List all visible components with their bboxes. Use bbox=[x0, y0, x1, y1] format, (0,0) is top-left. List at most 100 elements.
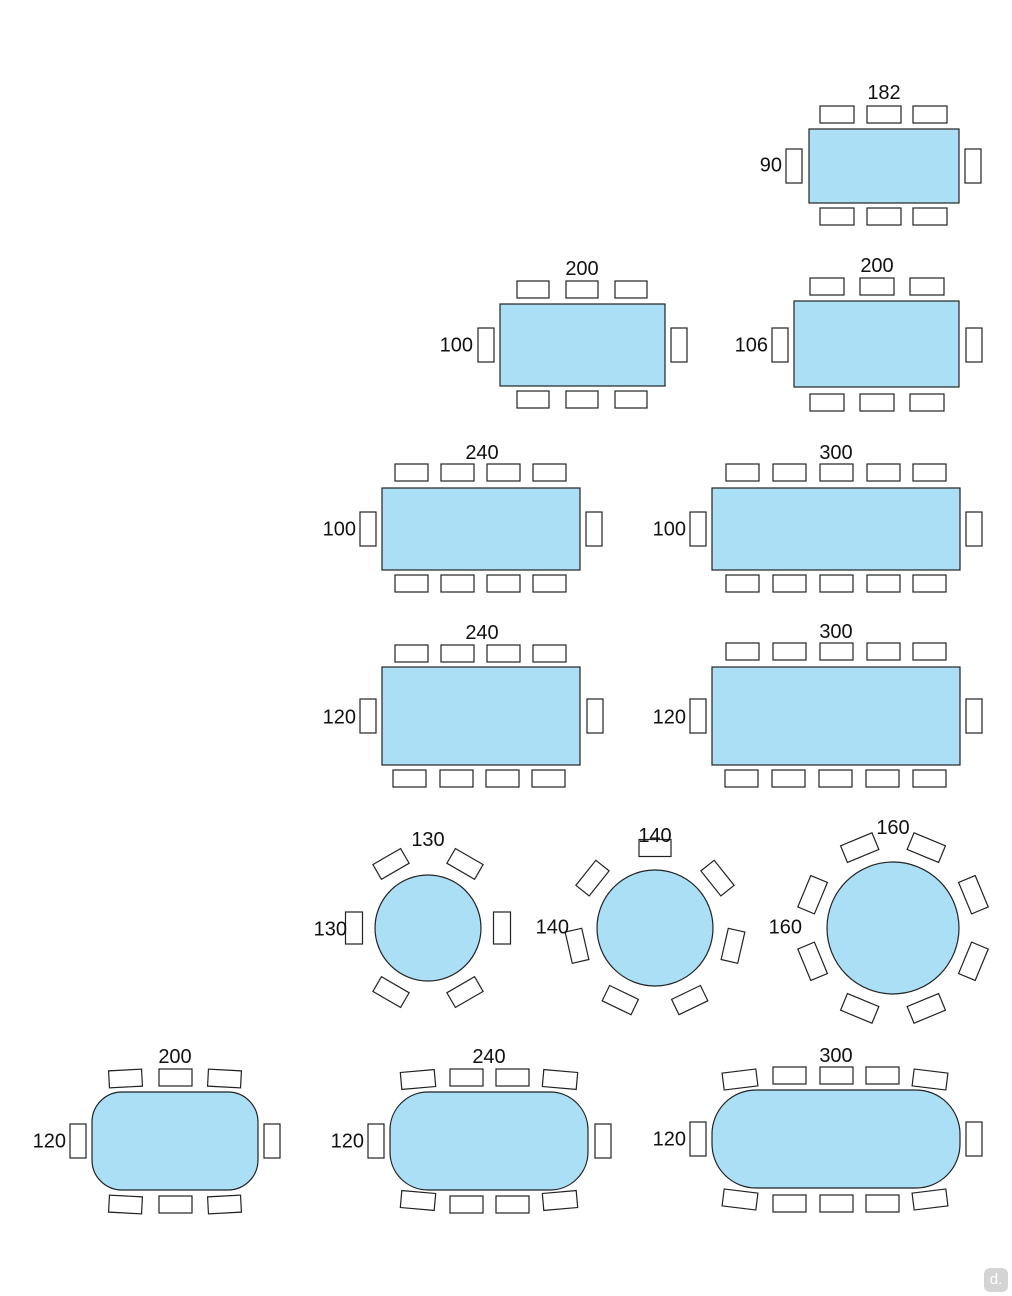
end-chair bbox=[367, 1123, 385, 1159]
chair bbox=[725, 574, 760, 593]
chair bbox=[912, 642, 947, 661]
chair bbox=[911, 1068, 949, 1091]
chair bbox=[564, 927, 590, 965]
chair bbox=[492, 911, 512, 945]
table-9: 140 140 bbox=[536, 825, 746, 1016]
chair bbox=[912, 463, 947, 482]
depth-label: 120 bbox=[323, 706, 356, 728]
chair bbox=[866, 463, 901, 482]
chair bbox=[909, 277, 945, 296]
width-label: 140 bbox=[638, 825, 671, 847]
chair bbox=[486, 644, 521, 663]
chair bbox=[721, 1068, 759, 1091]
chair bbox=[206, 1194, 243, 1215]
chair bbox=[392, 769, 427, 788]
chair bbox=[906, 831, 947, 864]
chair bbox=[394, 644, 429, 663]
chair bbox=[725, 463, 760, 482]
chair bbox=[772, 463, 807, 482]
width-label: 182 bbox=[867, 82, 900, 104]
depth-label: 160 bbox=[769, 916, 802, 938]
chair bbox=[541, 1068, 579, 1091]
rect-table-top bbox=[499, 303, 666, 387]
brand-logo-icon: d. bbox=[984, 1268, 1008, 1292]
chair bbox=[485, 769, 520, 788]
chair bbox=[206, 1068, 243, 1089]
chair bbox=[495, 1068, 530, 1087]
width-label: 200 bbox=[860, 255, 893, 277]
chair bbox=[819, 105, 855, 124]
chair bbox=[565, 390, 599, 409]
chair bbox=[532, 574, 567, 593]
rect-table-top bbox=[793, 300, 960, 388]
end-chair bbox=[359, 698, 377, 734]
chair bbox=[809, 277, 845, 296]
end-chair bbox=[670, 327, 688, 363]
chair bbox=[771, 769, 806, 788]
round-table-top bbox=[374, 874, 482, 982]
chair bbox=[541, 1189, 579, 1212]
chair bbox=[399, 1068, 437, 1091]
chair bbox=[394, 463, 429, 482]
depth-label: 120 bbox=[33, 1130, 66, 1152]
chair bbox=[486, 574, 521, 593]
chair bbox=[614, 280, 648, 299]
chair bbox=[818, 769, 853, 788]
chair bbox=[670, 984, 709, 1016]
chair bbox=[532, 644, 567, 663]
chair bbox=[532, 463, 567, 482]
chair bbox=[839, 992, 880, 1025]
chair bbox=[957, 874, 990, 915]
chair bbox=[839, 831, 880, 864]
depth-label: 120 bbox=[653, 706, 686, 728]
chair bbox=[516, 280, 550, 299]
depth-label: 140 bbox=[536, 916, 569, 938]
table-6: 240 120 bbox=[323, 622, 604, 788]
chair bbox=[439, 769, 474, 788]
chair bbox=[440, 644, 475, 663]
chair bbox=[107, 1068, 144, 1089]
rect-table-top bbox=[711, 487, 961, 571]
width-label: 300 bbox=[819, 442, 852, 464]
chair bbox=[772, 1066, 807, 1085]
width-label: 240 bbox=[465, 622, 498, 644]
rect-table-top bbox=[381, 666, 581, 766]
chair bbox=[440, 463, 475, 482]
width-label: 240 bbox=[465, 442, 498, 464]
width-label: 240 bbox=[472, 1046, 505, 1068]
chair bbox=[601, 984, 640, 1016]
chair bbox=[638, 838, 672, 858]
chair bbox=[724, 769, 759, 788]
chair bbox=[700, 859, 735, 897]
depth-label: 120 bbox=[653, 1128, 686, 1150]
rect-table-top bbox=[381, 487, 581, 571]
chair bbox=[796, 941, 829, 982]
chair bbox=[906, 992, 947, 1025]
chair bbox=[819, 1066, 854, 1085]
end-chair bbox=[689, 1121, 707, 1157]
chair bbox=[819, 207, 855, 226]
chair bbox=[486, 463, 521, 482]
width-label: 300 bbox=[819, 621, 852, 643]
chair bbox=[912, 574, 947, 593]
rect-table-top bbox=[711, 666, 961, 766]
chair bbox=[495, 1195, 530, 1214]
chair bbox=[819, 463, 854, 482]
end-chair bbox=[965, 1121, 983, 1157]
chair bbox=[819, 1194, 854, 1213]
chair bbox=[158, 1195, 193, 1214]
oval-table-top bbox=[711, 1089, 961, 1189]
chair bbox=[866, 642, 901, 661]
end-chair bbox=[263, 1123, 281, 1159]
end-chair bbox=[69, 1123, 87, 1159]
end-chair bbox=[965, 511, 983, 547]
round-table-top bbox=[826, 861, 960, 995]
chair bbox=[866, 574, 901, 593]
chair bbox=[449, 1195, 484, 1214]
chair bbox=[614, 390, 648, 409]
